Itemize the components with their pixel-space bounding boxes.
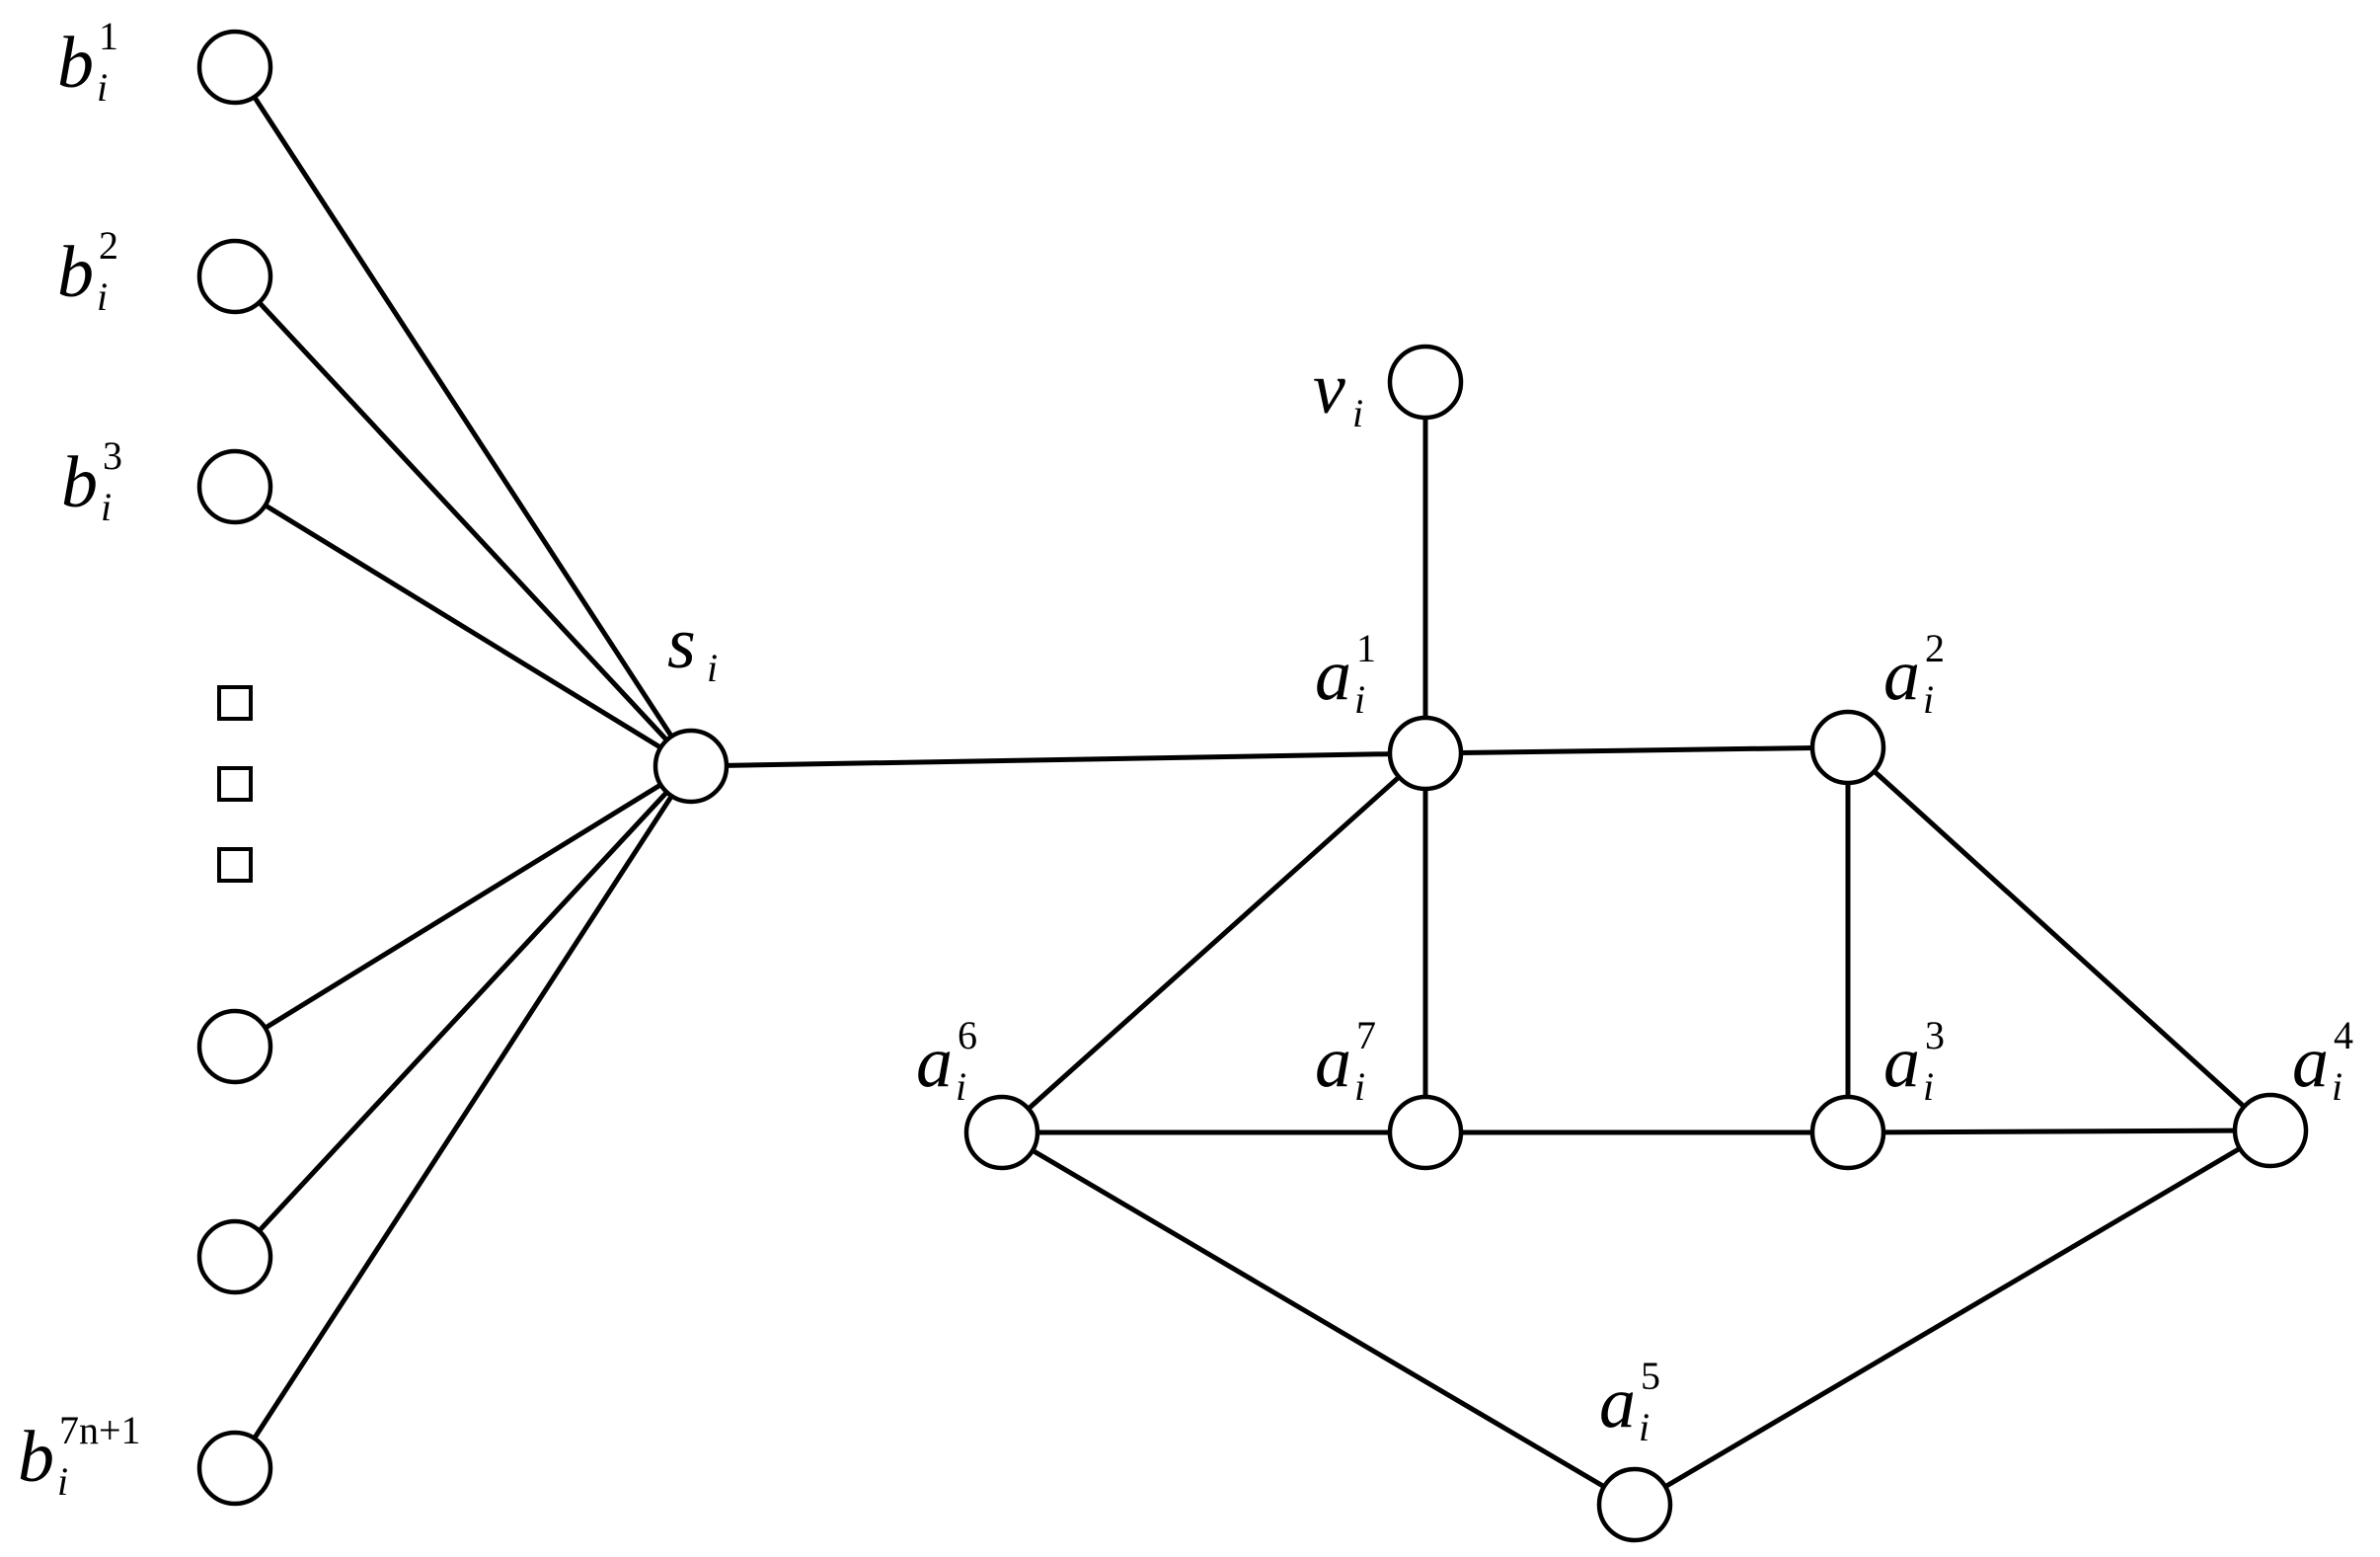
node-v (1387, 344, 1464, 421)
label-base-b7n1: b (18, 1417, 54, 1498)
edge-a3-a4 (1847, 1128, 2271, 1135)
label-sub-b7n1: i (57, 1459, 68, 1504)
edge-a1-a6 (1000, 751, 1427, 1134)
label-sup-b1: 1 (99, 14, 118, 58)
edge-a1-a2 (1424, 744, 1849, 756)
node-bx2 (196, 1218, 273, 1295)
label-sup-a2: 2 (1925, 626, 1945, 670)
label-base-a7: a (1315, 1022, 1351, 1103)
ellipsis-square-3 (217, 847, 253, 883)
label-sub-a6: i (956, 1064, 966, 1109)
nodes-layer (196, 29, 2309, 1543)
edge-a4-a5 (1633, 1128, 2272, 1508)
node-b1 (196, 29, 273, 106)
edge-bx1-s (233, 763, 693, 1050)
edge-b7n1-s (232, 764, 694, 1470)
edge-b1-s (232, 65, 694, 768)
node-a1 (1387, 715, 1464, 792)
label-sup-b3: 3 (103, 433, 122, 478)
label-sub-a5: i (1639, 1405, 1650, 1449)
label-sub-b2: i (97, 274, 108, 319)
node-bx1 (196, 1008, 273, 1085)
node-a5 (1596, 1466, 1673, 1543)
label-sub-b3: i (101, 485, 112, 529)
edge-bx2-s (233, 764, 693, 1259)
label-base-s: s (667, 603, 696, 684)
label-base-a1: a (1315, 635, 1351, 716)
edge-s-a1 (690, 750, 1426, 769)
label-base-a5: a (1599, 1362, 1636, 1443)
ellipsis-square-2 (217, 766, 253, 802)
label-sub-a2: i (1923, 677, 1934, 722)
label-sub-a4: i (2332, 1064, 2342, 1109)
label-base-b1: b (57, 23, 94, 104)
node-s (653, 728, 729, 805)
edge-a6-a5 (1000, 1129, 1637, 1508)
label-sub-v: i (1352, 391, 1363, 435)
label-sup-a4: 4 (2334, 1013, 2353, 1057)
label-base-b2: b (57, 232, 94, 313)
label-base-a4: a (2292, 1022, 2329, 1103)
edge-a2-a4 (1846, 745, 2272, 1132)
node-b3 (196, 448, 273, 525)
edges-layer (232, 65, 2272, 1508)
node-a3 (1809, 1094, 1886, 1171)
node-a7 (1387, 1094, 1464, 1171)
label-sup-b2: 2 (99, 223, 118, 268)
label-sub-a7: i (1354, 1064, 1365, 1109)
label-sup-a1: 1 (1356, 626, 1376, 670)
node-a6 (963, 1094, 1040, 1171)
label-sub-a3: i (1923, 1064, 1934, 1109)
node-b7n1 (196, 1430, 273, 1507)
vertical-ellipsis (217, 685, 253, 883)
edge-b2-s (233, 274, 693, 768)
label-sub-s: i (707, 646, 718, 690)
label-sup-a5: 5 (1641, 1354, 1660, 1398)
label-sup-a3: 3 (1925, 1013, 1945, 1057)
label-sup-b7n1: 7n+1 (59, 1408, 141, 1452)
label-sub-b1: i (97, 65, 108, 110)
label-base-a2: a (1883, 635, 1920, 716)
node-b2 (196, 238, 273, 315)
label-base-a3: a (1883, 1022, 1920, 1103)
label-sup-a7: 7 (1356, 1013, 1376, 1057)
node-a4 (2232, 1092, 2309, 1169)
label-sup-a6: 6 (958, 1013, 977, 1057)
label-base-b3: b (61, 442, 98, 523)
node-a2 (1809, 709, 1886, 786)
edge-b3-s (233, 484, 693, 769)
label-base-v: v (1313, 349, 1345, 429)
label-base-a6: a (916, 1022, 953, 1103)
label-sub-a1: i (1354, 677, 1365, 722)
ellipsis-square-1 (217, 685, 253, 721)
